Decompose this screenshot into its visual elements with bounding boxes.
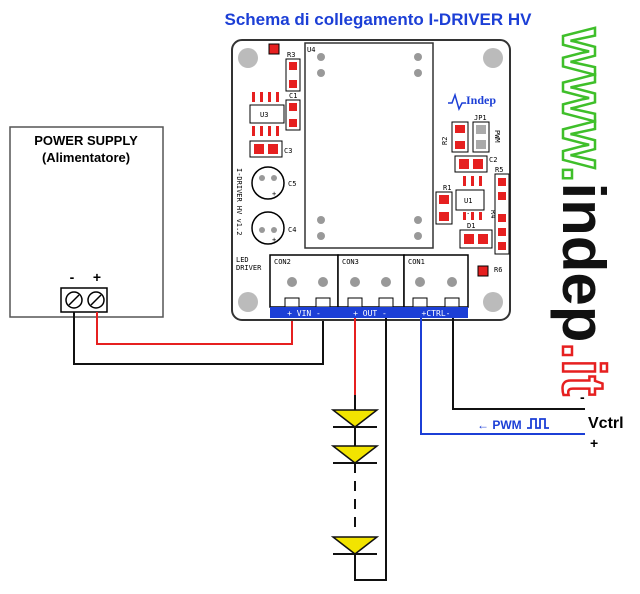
label-jp1: JP1	[474, 114, 487, 122]
connector-label-strip	[270, 307, 468, 318]
led-driver-label-2: DRIVER	[236, 264, 262, 272]
label-r2: R2	[441, 137, 449, 145]
label-u4: U4	[307, 46, 315, 54]
label-c5: C5	[288, 180, 296, 188]
pwm-label: ← PWM	[477, 418, 522, 432]
power-supply-plus: +	[93, 269, 101, 285]
label-r6: R6	[494, 266, 502, 274]
power-supply-label: POWER SUPPLY	[34, 133, 138, 148]
pcb-board: U4 R3 C1 U3 C3 + C5 + C4 I-DRIVER HV v1.…	[231, 39, 511, 321]
label-c1: C1	[289, 92, 297, 100]
label-r4: R4	[489, 210, 497, 218]
pwm-waveform-icon	[527, 418, 549, 429]
u4-module	[304, 42, 434, 249]
label-r3: R3	[287, 51, 295, 59]
led-icon	[330, 409, 380, 428]
capacitor-c4	[251, 211, 285, 245]
diagram-title: Schema di collegamento I-DRIVER HV	[224, 10, 532, 29]
power-wires	[73, 312, 324, 365]
wire-ctrl-minus	[452, 318, 585, 410]
led-driver-label: LED	[236, 256, 249, 264]
label-ctrl: +CTRL-	[422, 309, 451, 318]
label-u1: U1	[464, 197, 472, 205]
mount-hole-tr	[483, 48, 503, 68]
led-icon	[330, 536, 380, 555]
wire-ctrl-plus	[420, 318, 585, 435]
control-wires: - Vctrl + ← PWM	[420, 318, 624, 451]
label-pwm: PWM	[493, 130, 501, 143]
label-c4: C4	[288, 226, 296, 234]
label-out: + OUT -	[353, 309, 387, 318]
label-u3: U3	[260, 111, 268, 119]
website-text: www.indep.it	[549, 26, 619, 397]
power-supply: POWER SUPPLY (Alimentatore) - +	[9, 126, 164, 318]
label-con1: CON1	[408, 258, 425, 266]
led-icon	[330, 445, 380, 464]
label-con2: CON2	[274, 258, 291, 266]
mount-hole-br	[483, 292, 503, 312]
mount-hole-tl	[238, 48, 258, 68]
board-name-label: I-DRIVER HV v1.2	[235, 168, 243, 235]
svg-text:+: +	[272, 190, 276, 198]
label-c3: C3	[284, 147, 292, 155]
wire-out-minus	[354, 318, 387, 581]
label-r5: R5	[495, 166, 503, 174]
vctrl-label: Vctrl	[588, 415, 624, 432]
label-vin: + VIN -	[287, 309, 321, 318]
wire-vin-plus	[96, 312, 293, 345]
website-indep: indep	[550, 182, 617, 342]
connector-con1: CON1	[403, 254, 469, 308]
connector-con3: CON3	[337, 254, 405, 308]
power-supply-minus: -	[70, 269, 75, 285]
capacitor-c5	[251, 166, 285, 200]
website-tld: .it	[550, 342, 617, 395]
indep-logo: Indep	[466, 93, 496, 107]
label-d1: D1	[467, 222, 475, 230]
wire-vin-minus	[73, 312, 324, 365]
website-www: www.	[550, 27, 617, 182]
power-supply-box	[9, 126, 164, 318]
ctrl-minus-label: -	[580, 389, 585, 405]
mount-hole-bl	[238, 292, 258, 312]
connector-con2: CON2	[269, 254, 339, 308]
label-con3: CON3	[342, 258, 359, 266]
led-string	[330, 318, 387, 581]
svg-text:www.indep.it: www.indep.it	[550, 27, 617, 396]
svg-text:+: +	[272, 236, 276, 244]
ctrl-plus-label: +	[590, 435, 598, 451]
label-c2: C2	[489, 156, 497, 164]
label-r1: R1	[443, 184, 451, 192]
power-supply-sublabel: (Alimentatore)	[42, 150, 130, 165]
svg-text:.: .	[466, 208, 470, 216]
